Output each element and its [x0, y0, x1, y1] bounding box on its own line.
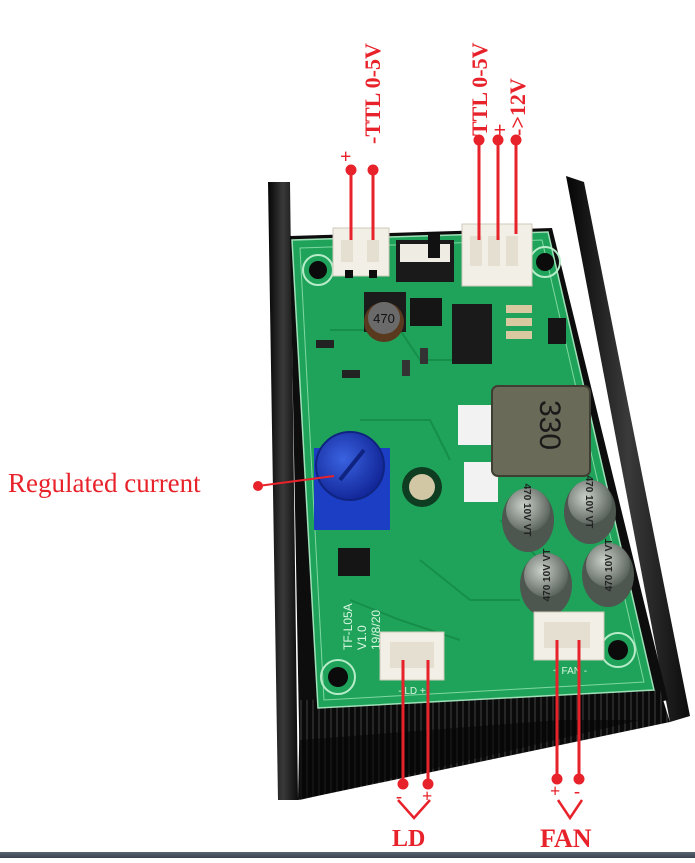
capacitor: 470 10V VT — [564, 476, 616, 544]
inductor-large-marking: 330 — [533, 400, 566, 450]
fan-chevron — [556, 799, 584, 821]
fan-plus-sign: + — [550, 781, 561, 801]
inductor-470: 470 — [364, 292, 406, 342]
ttl-plus-sign: + — [340, 146, 352, 168]
power-12v-label: ->12V — [505, 78, 530, 136]
svg-text:470 10V VT: 470 10V VT — [542, 549, 553, 602]
regulated-current-pointer — [257, 475, 335, 487]
inductor-small-marking: 470 — [373, 311, 395, 326]
regulated-current-label: Regulated current — [8, 468, 201, 498]
annotation-lines — [253, 134, 585, 821]
ic-chip — [410, 298, 442, 326]
screw — [402, 467, 442, 507]
heatsink-left-rail — [268, 182, 298, 800]
slide-switch — [396, 234, 454, 282]
ic-chip — [548, 318, 566, 344]
ld-chevron — [397, 799, 431, 820]
ttl-input-label: -TTL 0-5V — [360, 43, 386, 144]
fan-minus-sign: - — [574, 781, 580, 801]
capacitor: 470 10V VT — [520, 549, 572, 617]
heatsink-right-rail — [566, 176, 690, 722]
bottom-border — [0, 852, 695, 858]
svg-text:470 10V VT: 470 10V VT — [583, 476, 594, 529]
ic-chip — [338, 548, 370, 576]
ld-label: LD — [392, 826, 426, 852]
ld-connector — [379, 631, 445, 681]
inductor-330: 330 — [458, 385, 591, 502]
fan-connector — [533, 611, 605, 661]
ld-plus-sign: + — [422, 786, 433, 806]
svg-text:470 10V VT: 470 10V VT — [604, 539, 615, 592]
ld-minus-sign: - — [396, 786, 402, 806]
fan-label: FAN — [540, 824, 592, 853]
potentiometer — [314, 431, 390, 530]
mounting-hole — [320, 659, 356, 695]
ld-silkscreen: - LD + — [398, 686, 426, 697]
capacitor: 470 10V VT — [502, 484, 554, 552]
svg-text:470 10V VT: 470 10V VT — [521, 484, 532, 537]
ttl-label: TTL 0-5V — [360, 43, 385, 137]
fan-silkscreen: + FAN - — [553, 666, 587, 677]
mosfet — [452, 304, 492, 364]
capacitor: 470 10V VT — [582, 539, 634, 607]
ttl-connector — [332, 227, 390, 278]
power-ttl-label: TTL 0-5V — [467, 42, 492, 136]
pcb-board: 470 330 — [291, 223, 655, 709]
ttl-minus-sign: - — [360, 136, 385, 144]
